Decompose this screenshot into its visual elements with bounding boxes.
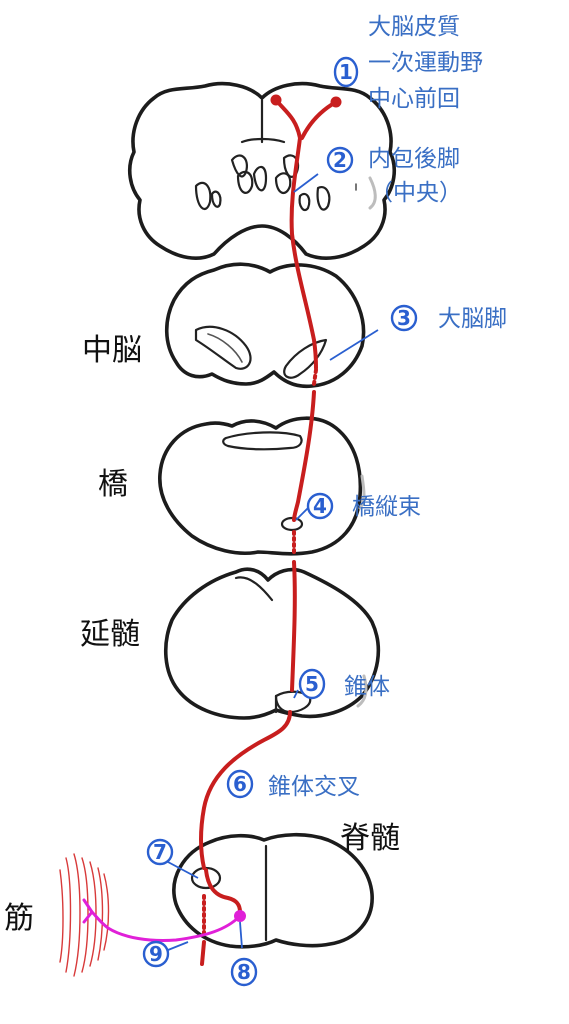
midbrain-label: 中脳 bbox=[82, 333, 142, 368]
cerebral-peduncle-left bbox=[194, 325, 252, 370]
step-3-label: 大脳脚 bbox=[438, 306, 507, 332]
pointer-lines bbox=[167, 173, 379, 951]
tract-midbrain-dotted bbox=[312, 368, 318, 386]
step-1-label-line-2: 一次運動野 bbox=[368, 50, 483, 76]
tract-horn-synapse bbox=[204, 868, 242, 914]
fourth-ventricle-floor bbox=[234, 576, 274, 602]
midbrain-outline bbox=[164, 262, 366, 389]
pons-section bbox=[158, 416, 363, 556]
tract-pons bbox=[292, 390, 316, 522]
corpus-callosum bbox=[240, 137, 286, 144]
medulla-label: 延髄 bbox=[80, 617, 140, 652]
cerebral-peduncle-right bbox=[283, 338, 328, 379]
corticospinal-tract bbox=[199, 98, 338, 966]
putamen-left bbox=[194, 181, 212, 210]
step-6-number: 6 bbox=[233, 772, 247, 796]
step-9-number: 9 bbox=[149, 942, 163, 966]
spinal-cord-label: 脊髄 bbox=[340, 821, 400, 856]
midbrain-section bbox=[164, 262, 366, 389]
step-1-number: 1 bbox=[339, 60, 353, 84]
cerebrum-outline bbox=[127, 81, 397, 260]
tract-medulla bbox=[290, 560, 297, 692]
pons-label: 橋 bbox=[98, 467, 128, 502]
tract-decussation bbox=[199, 710, 292, 870]
step-6-circle bbox=[226, 769, 254, 799]
cerebrum-section bbox=[127, 81, 397, 260]
step-3-number: 3 bbox=[397, 306, 411, 330]
motor-cortex-point-right bbox=[330, 96, 342, 108]
pyramid bbox=[274, 690, 312, 714]
region-labels: 中脳 橋 延髄 脊髄 筋 bbox=[4, 333, 400, 936]
step-7-number: 7 bbox=[153, 840, 167, 864]
lower-motor-neuron bbox=[82, 898, 242, 942]
step-2-circle bbox=[326, 146, 354, 174]
step-3-circle bbox=[390, 304, 418, 332]
pontine-longitudinal-fasciculus bbox=[280, 516, 304, 532]
step-4-label: 橋縦束 bbox=[352, 494, 421, 520]
thalamus-left bbox=[252, 165, 268, 192]
step-2-number: 2 bbox=[333, 148, 347, 172]
tract-branch-left bbox=[274, 98, 302, 140]
step-5-number: 5 bbox=[305, 672, 319, 696]
step-2-label-line-1: 内包後脚 bbox=[368, 146, 460, 172]
step-4-number: 4 bbox=[313, 494, 327, 518]
step-9-circle bbox=[142, 940, 170, 968]
step-6-label: 錐体交叉 bbox=[268, 774, 360, 800]
muscle-label: 筋 bbox=[4, 901, 34, 936]
step-numbers: 1 2 3 4 5 6 7 8 9 bbox=[142, 56, 418, 987]
tract-branch-right bbox=[300, 100, 338, 140]
basal-ganglia-left bbox=[236, 170, 254, 194]
putamen-right-inner bbox=[298, 192, 311, 212]
medulla-outline bbox=[163, 567, 381, 720]
step-7-circle bbox=[146, 838, 174, 866]
step-5-label: 錐体 bbox=[344, 674, 390, 700]
pons-outline bbox=[158, 416, 363, 556]
step-labels: 大脳皮質 一次運動野 中心前回 内包後脚 （中央） 大脳脚 橋縦束 錐体 錐体交… bbox=[268, 14, 507, 800]
anterior-horn-cell bbox=[234, 910, 246, 922]
step-8-number: 8 bbox=[237, 960, 251, 984]
step-5-circle bbox=[298, 668, 326, 700]
spinal-cord-outline bbox=[172, 832, 374, 949]
muscle bbox=[59, 853, 110, 977]
putamen-right bbox=[316, 186, 331, 211]
step-4-circle bbox=[306, 492, 334, 520]
putamen-left-inner bbox=[210, 190, 222, 208]
step-2-label-line-2: （中央） bbox=[370, 180, 462, 206]
motor-cortex-point-left bbox=[270, 94, 282, 106]
tract-cord-lower bbox=[200, 940, 206, 966]
tract-main-brain bbox=[289, 136, 318, 370]
step-8-circle bbox=[230, 957, 258, 987]
peduncle-stripe-left bbox=[207, 333, 243, 363]
fourth-ventricle bbox=[222, 431, 303, 451]
step-1-label-line-1: 大脳皮質 bbox=[368, 14, 460, 40]
basal-ganglia-right bbox=[274, 172, 292, 195]
step-1-circle bbox=[333, 56, 359, 88]
medulla-section bbox=[163, 567, 381, 720]
gray-leaders bbox=[356, 176, 377, 708]
step-1-label-line-3: 中心前回 bbox=[368, 86, 460, 112]
